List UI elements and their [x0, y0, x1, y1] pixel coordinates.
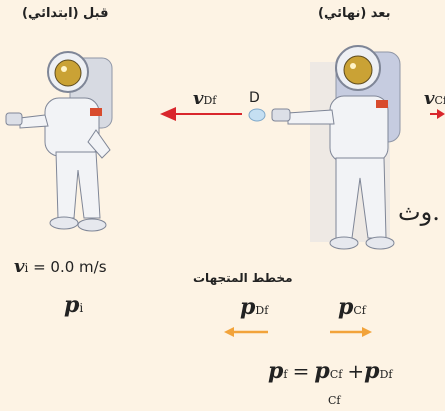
- vi-label: vi = 0.0 m/s: [14, 256, 107, 277]
- pdf-label: pDf: [240, 294, 268, 320]
- pcf-vector-head: [362, 327, 372, 337]
- astronaut-initial: [6, 52, 112, 231]
- equation-footnote: Cf: [328, 394, 341, 407]
- vcf-arrow-head: [437, 109, 445, 119]
- astronaut-final: [272, 46, 400, 249]
- pdf-vector-head: [224, 327, 234, 337]
- point-d-label: D: [249, 90, 260, 106]
- vdf-arrow-head: [160, 107, 176, 121]
- pcf-label: pCf: [338, 294, 366, 320]
- vdf-label: vDf: [193, 88, 216, 109]
- vcf-label: vCf: [424, 88, 445, 109]
- momentum-equation: pf = pCf +pDf: [268, 358, 392, 384]
- vector-diagram-title: مخطط المتجهات: [193, 271, 293, 285]
- object-d: [249, 109, 265, 121]
- pi-label: pi: [64, 292, 83, 318]
- side-text: وث.: [398, 198, 440, 226]
